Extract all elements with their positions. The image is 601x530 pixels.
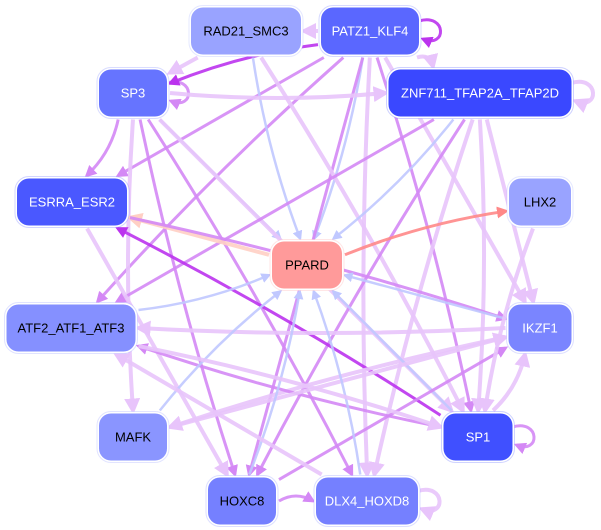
node-label: HOXC8: [220, 494, 265, 509]
edge-patz1_klf4-to-znf711_tfap2a_tfap2d: [416, 52, 439, 71]
node-label: PPARD: [285, 258, 329, 273]
node-sp3[interactable]: SP3: [96, 67, 170, 119]
node-label: IKZF1: [522, 321, 557, 336]
edge-patz1_klf4-to-patz1_klf4: [418, 18, 442, 48]
edge-atf2_atf1_atf3-to-ppard: [138, 273, 272, 312]
node-box: [388, 69, 572, 117]
node-box: [99, 413, 167, 461]
node-label: PATZ1_KLF4: [332, 24, 409, 39]
node-lhx2[interactable]: LHX2: [506, 176, 574, 228]
node-rad21_smc3[interactable]: RAD21_SMC3: [188, 5, 304, 57]
node-box: [208, 477, 276, 525]
edge-rad21_smc3-to-ppard: [251, 57, 303, 241]
edge-sp1-to-ppard: [331, 289, 453, 412]
edge-sp3-to-hoxc8: [138, 119, 238, 478]
edge-sp1-to-esrra_esr2: [115, 227, 442, 417]
node-box: [191, 7, 301, 55]
edge-sp3-to-znf711_tfap2a_tfap2d: [169, 86, 390, 103]
edge-sp3-to-esrra_esr2: [84, 119, 120, 178]
edge-znf711_tfap2a_tfap2d-to-ppard: [331, 118, 455, 241]
node-patz1_klf4[interactable]: PATZ1_KLF4: [318, 5, 422, 57]
node-box: [508, 304, 572, 352]
node-box: [17, 178, 127, 226]
node-label: ATF2_ATF1_ATF3: [18, 321, 125, 336]
edge-sp3-to-dlx4_hoxd8: [146, 118, 354, 478]
node-atf2_atf1_atf3[interactable]: ATF2_ATF1_ATF3: [4, 302, 138, 354]
edge-patz1_klf4-to-ppard: [312, 57, 365, 241]
node-box: [99, 69, 167, 117]
node-box: [509, 178, 571, 226]
edge-dlx4_hoxd8-to-ppard: [311, 289, 362, 475]
node-label: DLX4_HOXD8: [325, 494, 410, 509]
node-esrra_esr2[interactable]: ESRRA_ESR2: [14, 176, 130, 228]
node-label: SP1: [466, 430, 491, 445]
edge-ppard-to-lhx2: [344, 206, 509, 257]
node-box: [272, 241, 342, 289]
edge-sp1-to-ikzf1: [491, 350, 531, 412]
node-box: [443, 413, 513, 461]
node-box: [321, 7, 419, 55]
node-label: ESRRA_ESR2: [29, 195, 115, 210]
edge-patz1_klf4-to-esrra_esr2: [115, 56, 325, 177]
node-ikzf1[interactable]: IKZF1: [506, 302, 574, 354]
node-sp1[interactable]: SP1: [441, 411, 515, 463]
edge-rad21_smc3-to-sp1: [259, 56, 465, 415]
edge-sp1-to-atf2_atf1_atf3: [135, 343, 441, 429]
edge-hoxc8-to-dlx4_hoxd8: [278, 491, 316, 503]
edge-patz1_klf4-to-dlx4_hoxd8: [358, 57, 375, 479]
edge-mafk-to-ppard: [158, 289, 283, 412]
node-dlx4_hoxd8[interactable]: DLX4_HOXD8: [313, 475, 421, 527]
node-label: LHX2: [524, 195, 557, 210]
node-mafk[interactable]: MAFK: [96, 411, 170, 463]
node-box: [316, 477, 418, 525]
node-label: SP3: [121, 86, 146, 101]
edge-lhx2-to-sp1: [478, 227, 535, 415]
edge-hoxc8-to-ppard: [248, 289, 304, 475]
edge-ikzf1-to-ppard: [342, 272, 506, 320]
node-hoxc8[interactable]: HOXC8: [205, 475, 279, 527]
edge-znf711_tfap2a_tfap2d-to-sp1: [471, 119, 488, 415]
edge-znf711_tfap2a_tfap2d-to-hoxc8: [256, 118, 466, 478]
node-label: ZNF711_TFAP2A_TFAP2D: [401, 86, 559, 101]
node-label: MAFK: [115, 430, 151, 445]
edge-sp1-to-sp1: [512, 424, 536, 454]
node-ppard[interactable]: PPARD: [269, 239, 345, 291]
edge-hoxc8-to-ikzf1: [278, 346, 509, 481]
edge-atf2_atf1_atf3-to-sp1: [138, 344, 445, 431]
edge-dlx4_hoxd8-to-atf2_atf1_atf3: [112, 352, 323, 477]
edge-mafk-to-ikzf1: [169, 332, 510, 430]
edge-ikzf1-to-atf2_atf1_atf3: [134, 320, 506, 337]
edge-znf711_tfap2a_tfap2d-to-znf711_tfap2a_tfap2d: [570, 79, 595, 113]
node-znf711_tfap2a_tfap2d[interactable]: ZNF711_TFAP2A_TFAP2D: [386, 67, 574, 119]
edge-znf711_tfap2a_tfap2d-to-atf2_atf1_atf3: [114, 118, 435, 303]
edge-sp3-to-mafk: [124, 119, 141, 415]
node-label: RAD21_SMC3: [203, 24, 288, 39]
node-box: [6, 304, 136, 352]
edge-rad21_smc3-to-sp3: [166, 55, 199, 75]
edge-dlx4_hoxd8-to-dlx4_hoxd8: [417, 487, 442, 521]
